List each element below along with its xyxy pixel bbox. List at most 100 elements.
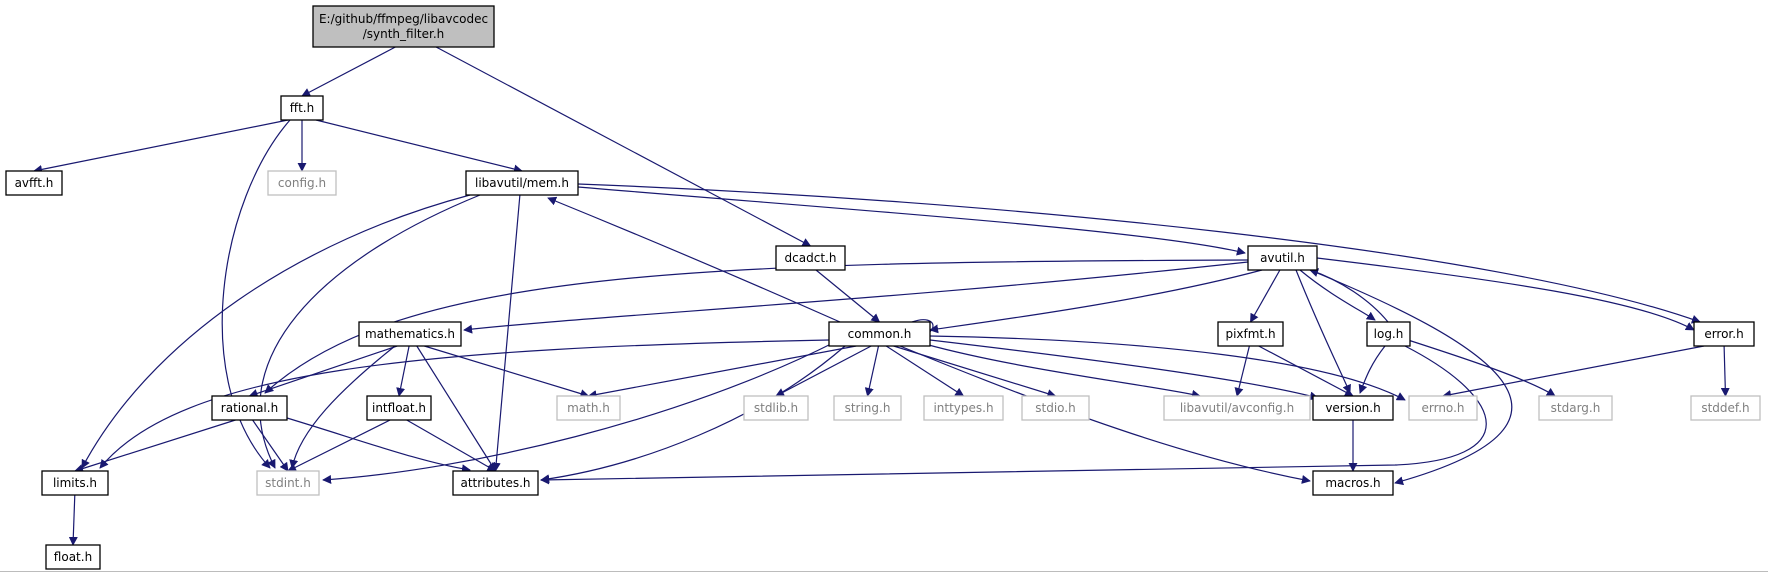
node-box-avconfig — [1163, 395, 1311, 421]
node-stdint: stdint.h — [256, 470, 320, 496]
node-mem[interactable]: libavutil/mem.h — [465, 170, 579, 196]
edge-mem-to-error — [577, 183, 1701, 324]
node-label-inttypes: inttypes.h — [933, 401, 993, 415]
edge-error-to-errno — [1442, 345, 1705, 399]
edge-mathematics-to-math — [424, 345, 590, 398]
node-avfft[interactable]: avfft.h — [5, 170, 63, 196]
node-stdarg: stdarg.h — [1538, 395, 1613, 421]
node-label-intfloat: intfloat.h — [372, 401, 426, 415]
edge-common-to-string — [864, 345, 880, 397]
edge-error-to-stddef — [1720, 345, 1730, 397]
node-label-stddef: stddef.h — [1701, 401, 1749, 415]
edge-synth_filter-to-fft — [301, 46, 396, 97]
node-label-error: error.h — [1704, 327, 1743, 341]
node-attributes[interactable]: attributes.h — [452, 470, 539, 496]
node-label-macros: macros.h — [1325, 476, 1380, 490]
edge-common-to-avconfig — [924, 343, 1201, 399]
node-mathematics[interactable]: mathematics.h — [358, 321, 462, 347]
edge-intfloat-to-attributes — [406, 419, 497, 472]
node-label-errno: errno.h — [1422, 401, 1465, 415]
node-version[interactable]: version.h — [1312, 395, 1394, 421]
node-limits[interactable]: limits.h — [41, 470, 109, 496]
node-log[interactable]: log.h — [1366, 321, 1411, 347]
edge-avutil-to-mathematics — [463, 261, 1249, 334]
edge-pixfmt-to-version — [1258, 345, 1354, 397]
node-box-stddef — [1690, 395, 1761, 421]
edge-avutil-to-macros — [1309, 269, 1513, 486]
node-label-limits: limits.h — [53, 476, 97, 490]
edge-common-to-attributes — [540, 345, 846, 484]
edge-avutil-to-common — [929, 269, 1263, 334]
node-label-synth_filter-1: E:/github/ffmpeg/libavcodec — [319, 12, 488, 26]
edge-fft-to-avfft — [33, 119, 289, 174]
bottom-divider — [0, 571, 1768, 572]
edge-mathematics-to-intfloat — [396, 345, 410, 397]
edge-avutil-to-rational — [264, 259, 1249, 394]
node-float[interactable]: float.h — [45, 544, 101, 570]
node-box-dcadct — [775, 245, 846, 271]
node-fft[interactable]: fft.h — [280, 95, 324, 121]
node-math: math.h — [556, 395, 621, 421]
node-label-log: log.h — [1374, 327, 1404, 341]
node-box-string — [833, 395, 902, 421]
edge-mathematics-to-rational — [248, 345, 398, 398]
node-box-stdio — [1021, 395, 1090, 421]
edge-log-to-avutil — [1309, 268, 1389, 323]
edge-mem-to-attributes — [491, 194, 521, 472]
node-inttypes: inttypes.h — [923, 395, 1004, 421]
node-label-common: common.h — [848, 327, 912, 341]
edge-mem-to-avutil — [577, 186, 1246, 256]
node-box-config — [267, 170, 337, 196]
node-errno: errno.h — [1408, 395, 1478, 421]
node-box-avutil — [1247, 245, 1318, 271]
edge-fft-to-mem — [315, 119, 523, 174]
edge-avutil-to-version — [1295, 269, 1351, 394]
node-box-stdarg — [1538, 395, 1613, 421]
node-box-synth_filter — [312, 5, 495, 48]
edge-avutil-to-error — [1316, 257, 1695, 331]
node-box-macros — [1312, 470, 1394, 496]
node-box-rational — [211, 395, 288, 421]
node-label-avconfig: libavutil/avconfig.h — [1180, 401, 1294, 415]
node-dcadct[interactable]: dcadct.h — [775, 245, 846, 271]
node-label-dcadct: dcadct.h — [785, 251, 837, 265]
node-label-stdlib: stdlib.h — [754, 401, 798, 415]
node-macros[interactable]: macros.h — [1312, 470, 1394, 496]
node-box-errno — [1408, 395, 1478, 421]
node-label-attributes: attributes.h — [460, 476, 530, 490]
node-synth_filter[interactable]: E:/github/ffmpeg/libavcodec/synth_filter… — [312, 5, 495, 48]
node-box-attributes — [452, 470, 539, 496]
edge-pixfmt-to-avconfig — [1234, 345, 1250, 397]
node-label-string: string.h — [845, 401, 891, 415]
edge-limits-to-float — [68, 494, 78, 546]
edge-common-to-macros — [899, 345, 1311, 484]
node-box-stdlib — [743, 395, 809, 421]
edge-common-to-version — [929, 339, 1319, 401]
node-intfloat[interactable]: intfloat.h — [366, 395, 432, 421]
node-box-error — [1693, 321, 1755, 347]
node-box-intfloat — [366, 395, 432, 421]
edge-mathematics-to-attributes — [416, 345, 497, 472]
node-label-math: math.h — [567, 401, 610, 415]
edge-fft-to-stdint — [221, 119, 291, 469]
edge-log-to-version — [1358, 345, 1386, 394]
edge-rational-to-attributes — [286, 417, 471, 474]
node-common[interactable]: common.h — [828, 321, 931, 347]
node-rational[interactable]: rational.h — [211, 395, 288, 421]
edge-mathematics-to-stdint — [289, 345, 396, 469]
edge-rational-to-limits — [74, 419, 236, 473]
node-label-avutil: avutil.h — [1260, 251, 1305, 265]
node-config: config.h — [267, 170, 337, 196]
node-box-common — [828, 321, 931, 347]
node-pixfmt[interactable]: pixfmt.h — [1217, 321, 1284, 347]
node-error[interactable]: error.h — [1693, 321, 1755, 347]
node-label-mem: libavutil/mem.h — [475, 176, 569, 190]
node-box-version — [1312, 395, 1394, 421]
node-avutil[interactable]: avutil.h — [1247, 245, 1318, 271]
node-label-avfft: avfft.h — [15, 176, 54, 190]
edge-mem-to-limits — [81, 194, 471, 469]
node-box-avfft — [5, 170, 63, 196]
node-stdlib: stdlib.h — [743, 395, 809, 421]
node-box-mem — [465, 170, 579, 196]
